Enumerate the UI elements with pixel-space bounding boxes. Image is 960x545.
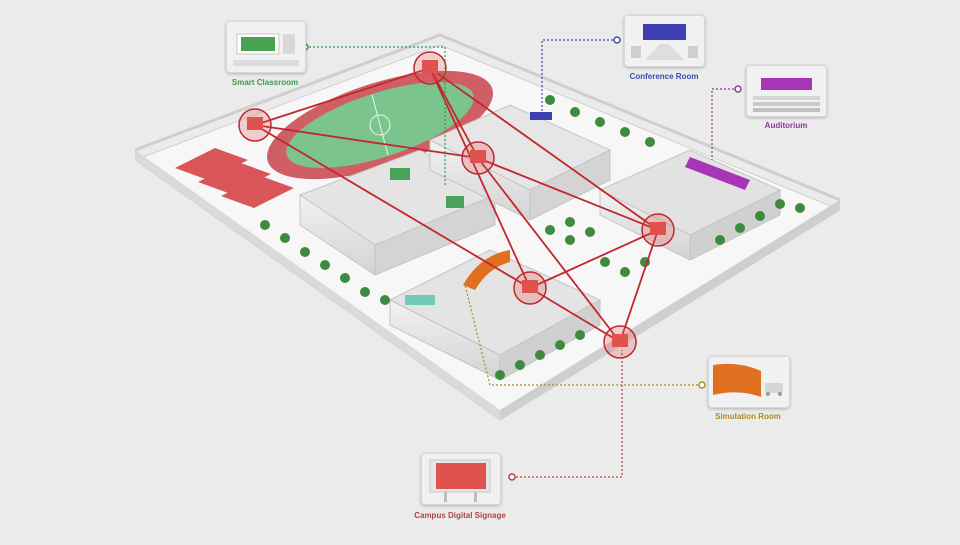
field-center-circle (369, 114, 391, 136)
connector-conference-room (541, 39, 617, 112)
connector-campus-digital-signage (512, 350, 623, 478)
perimeter-wall-right (500, 200, 840, 420)
conference-room-screen (643, 24, 686, 40)
connector-auditorium (711, 88, 738, 160)
campus-digital-signage-thumbnail (421, 453, 501, 505)
campus-digital-signage-label: Campus Digital Signage (414, 511, 506, 520)
basketball-courts (175, 148, 294, 208)
signage-network-links (254, 67, 659, 343)
tree-rows (260, 95, 805, 380)
smart-classroom-screen (241, 37, 275, 51)
conference-room-label: Conference Room (629, 72, 699, 81)
signage-hubs (238, 51, 675, 359)
conference-room-thumbnail (624, 15, 705, 67)
smart-classroom-thumbnail (226, 21, 306, 73)
auditorium-thumbnail (746, 65, 827, 117)
callout-connectors (305, 39, 738, 478)
simulation-room-thumbnail (708, 356, 790, 408)
simulation-room-screen (713, 363, 761, 397)
auditorium-label: Auditorium (764, 121, 808, 130)
campus-digital-signage-screen (436, 463, 486, 489)
connector-smart-classroom (305, 46, 446, 185)
auditorium-screen (761, 78, 812, 90)
perimeter-wall-back (134, 33, 841, 202)
connector-simulation-room (464, 284, 702, 386)
smart-classroom-label: Smart Classroom (231, 78, 299, 87)
perimeter-wall-left (135, 150, 500, 420)
simulation-room-label: Simulation Room (715, 412, 781, 421)
